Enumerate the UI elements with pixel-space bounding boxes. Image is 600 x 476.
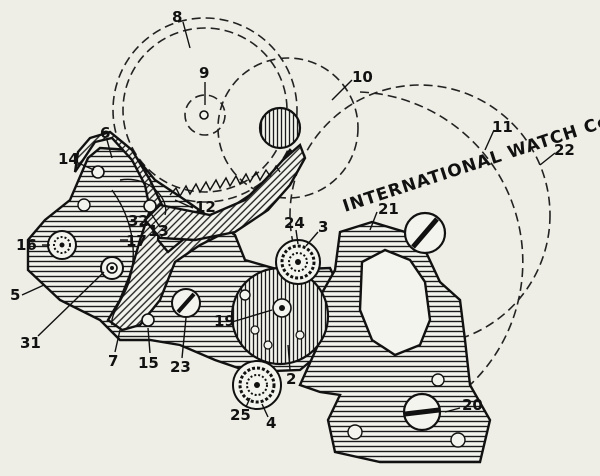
label-10: 10 bbox=[352, 68, 373, 86]
wheel-2-hole-b bbox=[263, 340, 273, 350]
spring-32 bbox=[119, 178, 167, 216]
reference-labels: 8 9 10 11 22 6 14 12 32 13 17 16 5 31 7 … bbox=[10, 8, 575, 432]
wheel-2-hole-a bbox=[250, 325, 260, 335]
screw-20 bbox=[402, 392, 442, 432]
plate-21-window bbox=[358, 248, 432, 357]
label-12: 12 bbox=[195, 198, 216, 216]
pivot-9 bbox=[199, 110, 209, 120]
leader-lines bbox=[21, 21, 556, 418]
label-25: 25 bbox=[230, 406, 251, 424]
label-8: 8 bbox=[172, 8, 182, 26]
hole-plate-20-b bbox=[347, 424, 363, 440]
wheel-22-outline bbox=[359, 91, 524, 386]
label-4: 4 bbox=[266, 414, 276, 432]
wheel-2-pin bbox=[279, 305, 285, 311]
label-17: 17 bbox=[126, 232, 147, 250]
screw-23 bbox=[171, 288, 201, 318]
label-2: 2 bbox=[286, 370, 296, 388]
hole-plate-5-b bbox=[239, 289, 251, 301]
wheel-10-outline bbox=[217, 57, 359, 199]
label-16: 16 bbox=[16, 236, 37, 254]
label-22: 22 bbox=[554, 141, 575, 159]
label-23: 23 bbox=[170, 358, 191, 376]
label-11: 11 bbox=[492, 118, 513, 136]
pin-15 bbox=[141, 313, 155, 327]
label-7: 7 bbox=[108, 352, 118, 370]
ball-pin bbox=[258, 106, 302, 150]
label-9: 9 bbox=[199, 64, 209, 82]
pin-32 bbox=[143, 199, 157, 213]
label-31: 31 bbox=[20, 334, 41, 352]
rack-teeth-13 bbox=[169, 164, 281, 198]
label-13: 13 bbox=[148, 222, 169, 240]
label-5: 5 bbox=[10, 286, 20, 304]
wheel-8-outline bbox=[112, 17, 298, 203]
label-21: 21 bbox=[378, 200, 399, 218]
pinion-25 bbox=[232, 360, 282, 410]
screw-21 bbox=[403, 211, 447, 255]
pin-14 bbox=[91, 165, 105, 179]
pinion-9-outline bbox=[184, 94, 226, 136]
dashed-wheels bbox=[112, 17, 551, 413]
label-15: 15 bbox=[138, 354, 159, 372]
label-19: 19 bbox=[214, 312, 235, 330]
label-20: 20 bbox=[462, 396, 483, 414]
pivot-16 bbox=[47, 230, 77, 260]
wheel-8-inner-outline bbox=[122, 27, 288, 193]
label-6: 6 bbox=[100, 124, 110, 142]
wheel-2-hole-c bbox=[295, 330, 305, 340]
label-14: 14 bbox=[58, 150, 79, 168]
lever-12 bbox=[143, 142, 307, 242]
label-24: 24 bbox=[284, 214, 305, 232]
label-3: 3 bbox=[318, 218, 328, 236]
hole-plate-5-a bbox=[77, 198, 91, 212]
label-32: 32 bbox=[128, 212, 149, 230]
spring-17 bbox=[111, 189, 134, 326]
pinion-24 bbox=[275, 239, 321, 285]
hole-plate-20-a bbox=[431, 373, 445, 387]
pivot-31 bbox=[100, 256, 124, 280]
hole-plate-20-c bbox=[450, 432, 466, 448]
